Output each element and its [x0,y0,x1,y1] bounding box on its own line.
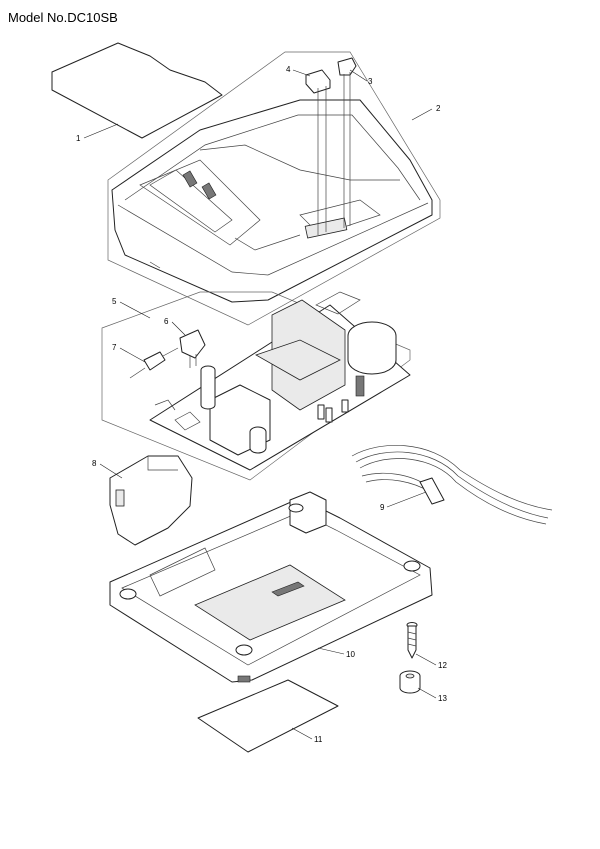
part-5-pcb-assembly [149,291,411,471]
callout-2: 2 [436,104,441,113]
part-1-label-sheet [51,42,223,139]
callout-13: 13 [438,694,447,703]
model-number-title: Model No.DC10SB [8,10,118,25]
callout-5: 5 [112,297,117,306]
callout-6: 6 [164,317,169,326]
callout-11: 11 [314,735,323,744]
callout-1: 1 [76,134,81,143]
part-7-fuse [129,347,179,379]
callout-12: 12 [438,661,447,670]
part-5-group-frame [101,291,411,481]
callout-3: 3 [368,77,373,86]
callout-8: 8 [92,459,97,468]
part-4-terminal [305,69,331,235]
part-8-cover [109,455,193,546]
part-10-base-housing [109,491,433,683]
part-2-housing-top [111,99,433,303]
callout-10: 10 [346,650,355,659]
part-13-foot [399,670,421,694]
part-6-component [179,329,206,368]
part-2-group-frame [107,51,441,326]
callout-7: 7 [112,343,117,352]
part-9-cord [351,444,553,525]
part-12-screw [406,622,418,659]
callout-9: 9 [380,503,385,512]
part-11-bottom-label [197,679,339,753]
callout-4: 4 [286,65,291,74]
